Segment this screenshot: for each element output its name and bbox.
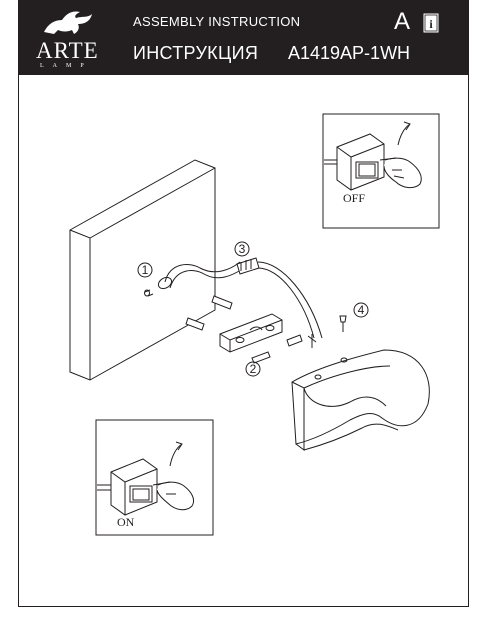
- svg-text:2: 2: [250, 362, 257, 376]
- switch-off-inset: OFF: [322, 113, 440, 229]
- svg-text:1: 1: [142, 263, 149, 277]
- callout-3: 3: [234, 241, 250, 257]
- switch-on-inset: ON: [95, 419, 214, 536]
- lamp-body: [291, 349, 430, 451]
- svg-text:3: 3: [239, 242, 246, 256]
- header-bar: [18, 0, 469, 75]
- on-label: ON: [117, 515, 135, 529]
- off-label: OFF: [343, 191, 365, 205]
- title-english: ASSEMBLY INSTRUCTION: [133, 14, 301, 29]
- griffin-logo-icon: [44, 11, 92, 35]
- callout-1: 1: [137, 262, 153, 278]
- wall-panel: [69, 159, 216, 381]
- energy-class-letter: A: [394, 8, 411, 35]
- callout-2: 2: [245, 361, 261, 377]
- svg-text:i: i: [429, 17, 433, 31]
- svg-text:4: 4: [358, 303, 365, 317]
- mounting-bracket: [219, 313, 283, 353]
- screws: [251, 315, 347, 364]
- wall-anchors: [144, 289, 233, 331]
- power-wires: [157, 257, 323, 339]
- title-russian: ИНСТРУКЦИЯ: [133, 43, 259, 63]
- info-book-icon: i: [422, 12, 440, 34]
- brand-name: ARTE: [36, 38, 99, 63]
- callout-4: 4: [353, 302, 369, 318]
- model-number: A1419AP-1WH: [288, 43, 411, 63]
- brand-subtitle: LAMP: [40, 63, 93, 69]
